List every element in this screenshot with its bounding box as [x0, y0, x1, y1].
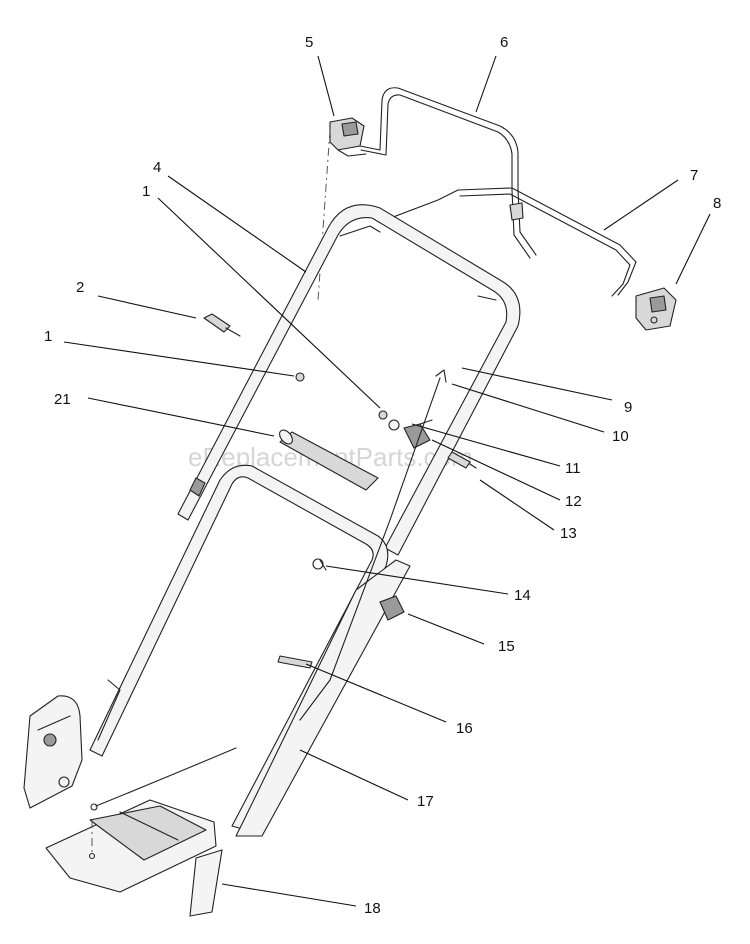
leader-lines [63, 55, 711, 907]
callout-15: 15 [498, 638, 515, 655]
lower-handle [89, 464, 411, 837]
callout-12: 12 [565, 493, 582, 510]
control-box [388, 419, 433, 449]
callout-1-upper: 1 [142, 183, 150, 200]
callout-16: 16 [456, 720, 473, 737]
callout-11: 11 [565, 460, 581, 477]
cable-clip [312, 558, 327, 571]
cable-end-ball [90, 803, 98, 811]
control-cable [95, 747, 237, 807]
callout-8: 8 [713, 195, 721, 212]
upper-handle [177, 204, 521, 556]
left-handle-bracket [329, 117, 367, 157]
callout-labels: 5 6 4 1 7 8 2 1 21 9 10 11 12 13 14 15 1… [44, 34, 721, 917]
callout-13: 13 [560, 525, 577, 542]
cable-tie [277, 655, 313, 669]
nut-part-1-right [378, 410, 388, 420]
upper-bail-bar [354, 87, 537, 259]
lower-bail-rod [379, 187, 637, 297]
callout-21: 21 [54, 391, 71, 408]
callout-17: 17 [417, 793, 434, 810]
grip-tube [279, 429, 379, 491]
callout-4: 4 [153, 159, 161, 176]
side-mount-plate [23, 695, 83, 809]
callout-1-lower: 1 [44, 328, 52, 345]
screw-part-13 [447, 451, 477, 469]
rear-deflector [45, 799, 223, 917]
cable-end [299, 369, 447, 721]
right-handle-bracket [635, 287, 677, 331]
callout-9: 9 [624, 399, 632, 416]
callout-18: 18 [364, 900, 381, 917]
nut-part-1-left [295, 372, 305, 382]
bolt-part-2 [203, 313, 241, 337]
callout-14: 14 [514, 587, 531, 604]
callout-6: 6 [500, 34, 508, 51]
assembly-line [317, 129, 331, 301]
callout-7: 7 [690, 167, 698, 184]
callout-2: 2 [76, 279, 84, 296]
callout-10: 10 [612, 428, 629, 445]
callout-5: 5 [305, 34, 313, 51]
knob-part-15 [379, 595, 405, 621]
